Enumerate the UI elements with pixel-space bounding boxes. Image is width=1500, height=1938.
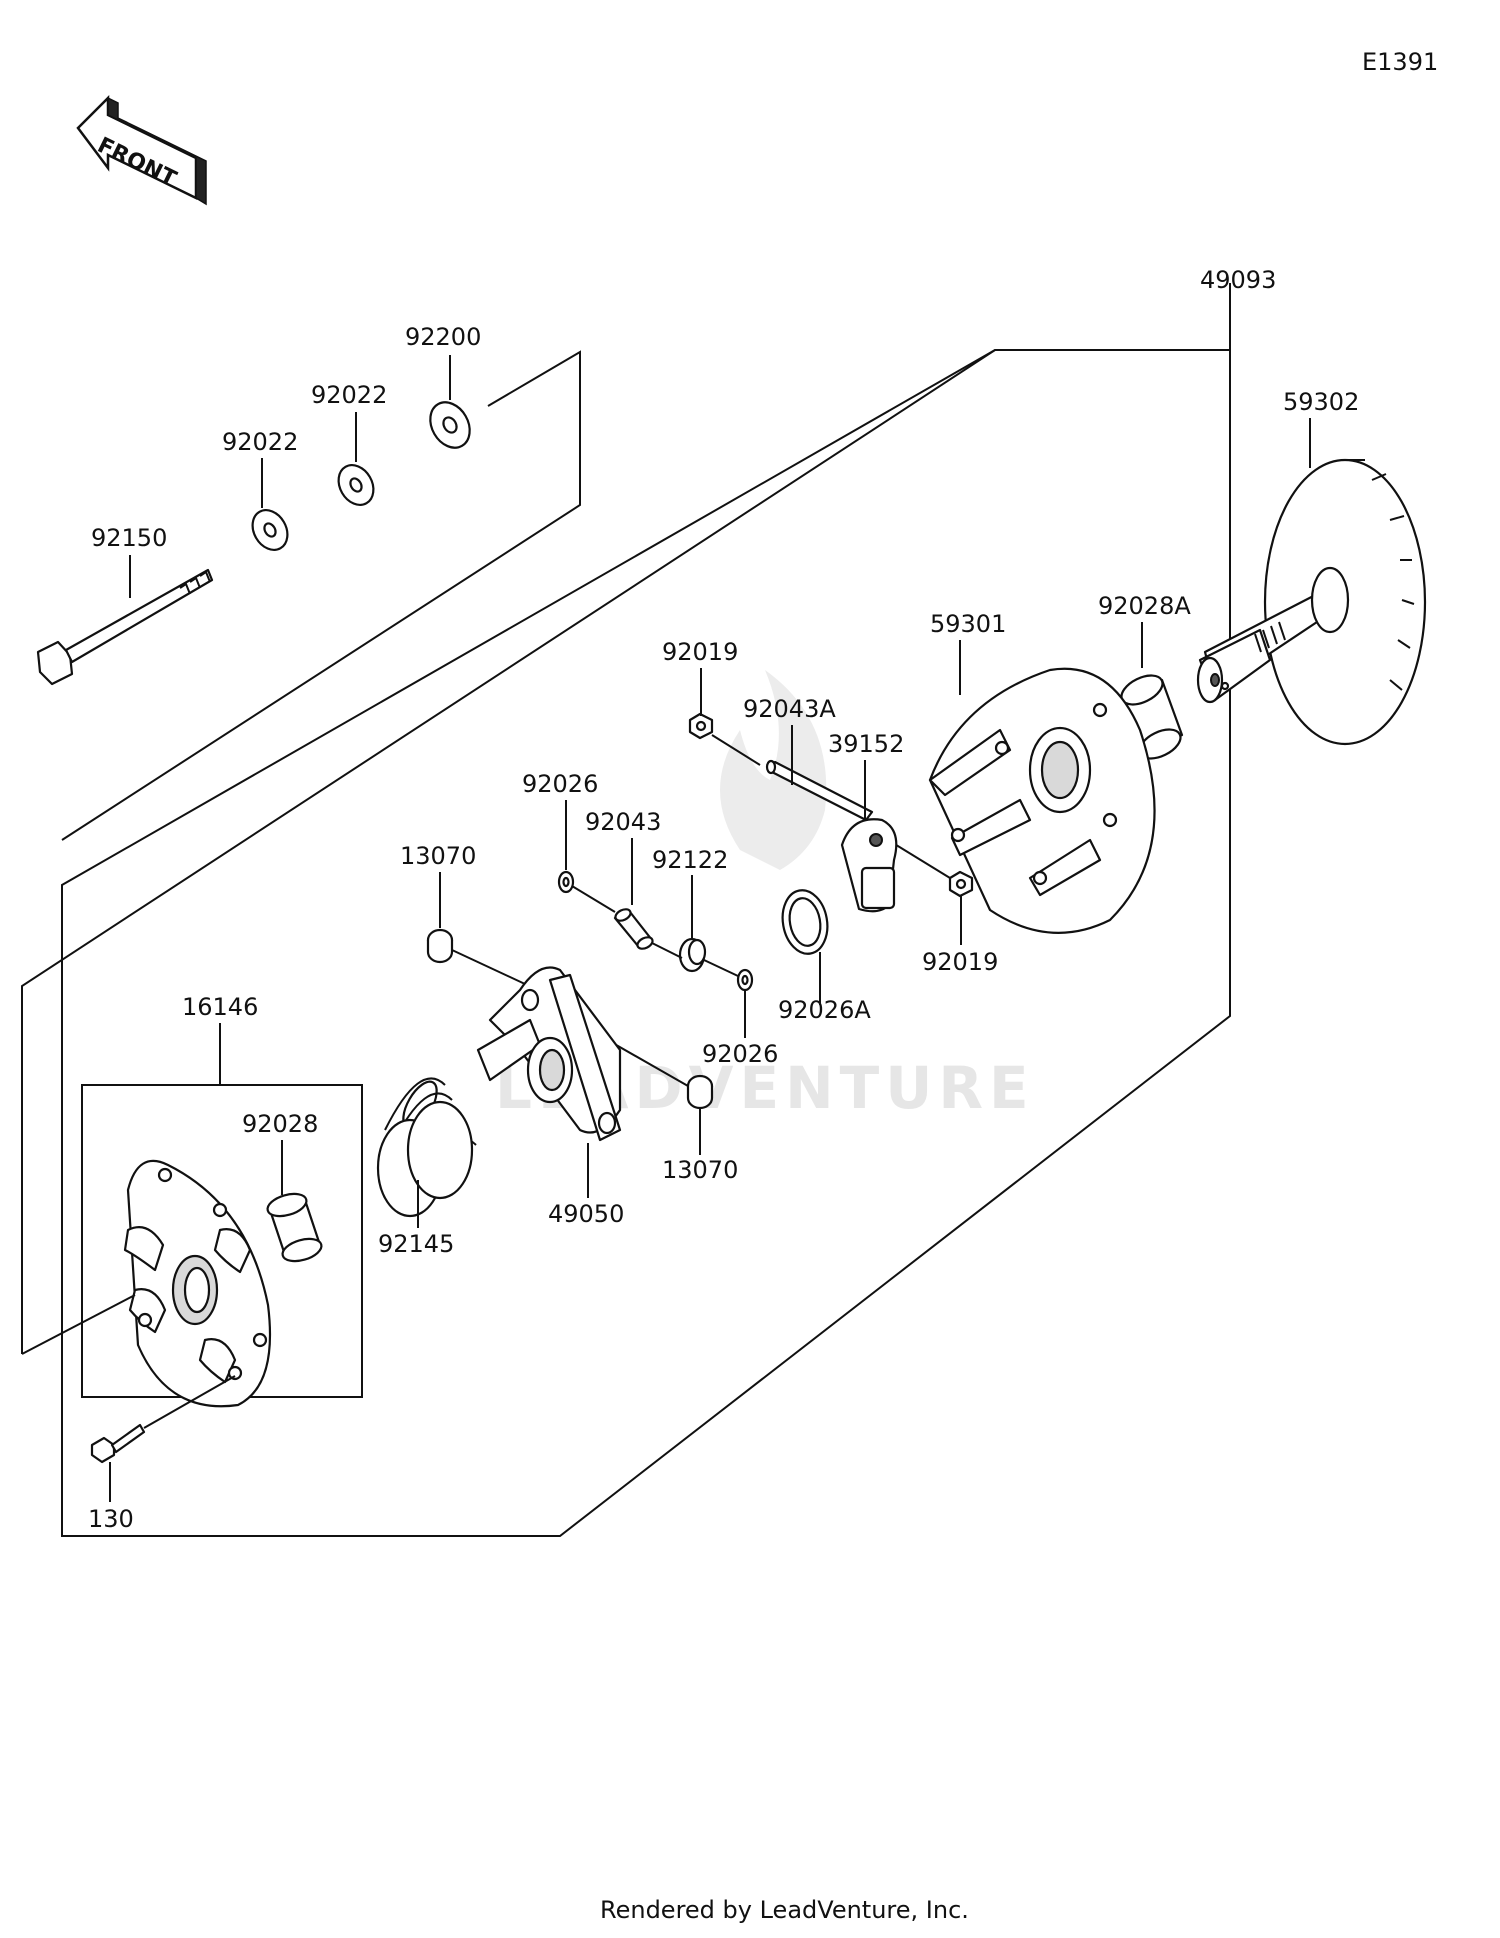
washer-92022-lower [251,509,289,551]
label-92019-lower: 92019 [922,948,998,976]
weight-39152 [840,818,898,913]
label-59301: 59301 [930,610,1006,638]
washer-group-outline [61,350,581,841]
bushing-92028 [266,1192,323,1263]
label-49093: 49093 [1200,266,1276,294]
label-92022-upper: 92022 [311,381,387,409]
label-16146: 16146 [182,993,258,1021]
nut-92019-lower [948,870,974,898]
footer-credit: Rendered by LeadVenture, Inc. [600,1896,969,1924]
label-92019-upper: 92019 [662,638,738,666]
roller-92122 [678,937,707,973]
label-92028A: 92028A [1098,592,1191,620]
bolt-92150 [36,568,214,686]
spring-92145 [376,1077,477,1218]
label-92026-upper: 92026 [522,770,598,798]
label-39152: 39152 [828,730,904,758]
label-92200: 92200 [405,323,481,351]
movable-sheave-59301 [928,667,1156,934]
label-92026-lower: 92026 [702,1040,778,1068]
label-92145: 92145 [378,1230,454,1258]
nut-92019-upper [688,712,714,740]
label-13070-upper: 13070 [400,842,476,870]
assembly-outline-inner [61,349,1231,1537]
cover-16146 [123,1159,272,1408]
diagram-code: E1391 [1362,48,1438,76]
washer-92026-lower [736,968,754,992]
washer-92026-upper [557,870,575,894]
label-92150: 92150 [91,524,167,552]
front-arrow-icon: FRONT [76,94,207,206]
label-92122: 92122 [652,846,728,874]
pin-92043A [765,759,874,822]
label-49050: 49050 [548,1200,624,1228]
label-13070-lower: 13070 [662,1156,738,1184]
washer-92026A [781,889,829,955]
spider-49050 [476,966,622,1142]
pin-92043 [613,908,654,950]
label-92043: 92043 [585,808,661,836]
fixed-sheave-59302 [1196,458,1427,746]
washer-92200 [429,401,471,449]
washer-92022-upper [337,464,375,506]
label-92026A: 92026A [778,996,871,1024]
label-92022-lower: 92022 [222,428,298,456]
bushing-13070-upper [426,928,454,964]
label-59302: 59302 [1283,388,1359,416]
bolt-130 [90,1423,146,1464]
bushing-13070-lower [686,1074,714,1110]
label-92028: 92028 [242,1110,318,1138]
label-130: 130 [88,1505,134,1533]
label-92043A: 92043A [743,695,836,723]
